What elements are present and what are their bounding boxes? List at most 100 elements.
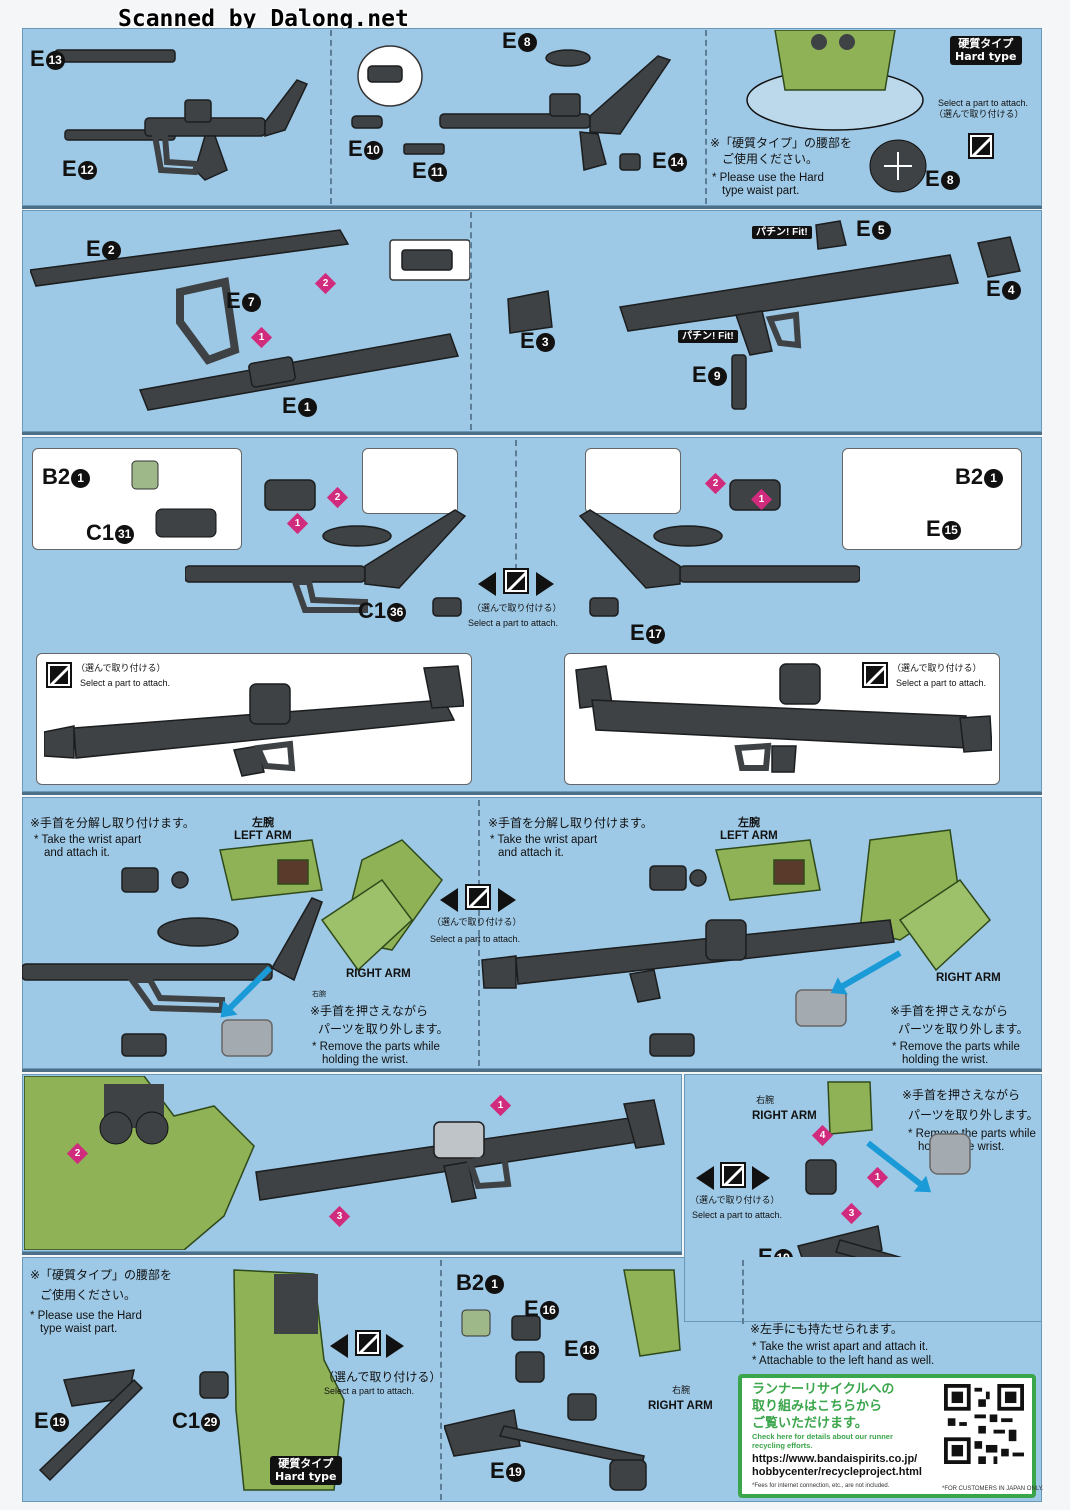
row5-arrow-right xyxy=(752,1166,770,1190)
left-arm-en-right: LEFT ARM xyxy=(720,830,778,842)
double-arrow-left xyxy=(478,572,496,596)
select-en-inset-right: Select a part to attach. xyxy=(896,678,987,688)
step-3b-row5: 3 xyxy=(840,1202,863,1225)
remove-jp2-left: パーツを取り外します。 xyxy=(318,1022,449,1036)
remove-en1-right: * Remove the parts while xyxy=(892,1041,1020,1053)
waist-axe-illustration xyxy=(38,1269,345,1491)
remove-en1-left: * Remove the parts while xyxy=(312,1041,440,1053)
hand-parts-left xyxy=(131,460,217,538)
hard-waist-jp-1: ※「硬質タイプ」の腰部を xyxy=(710,136,853,150)
step-1-row5: 1 xyxy=(489,1094,512,1117)
recycle-url[interactable]: https://www.bandaispirits.co.jp/hobbycen… xyxy=(752,1453,922,1479)
right-arm-en-row6: RIGHT ARM xyxy=(648,1400,713,1412)
step-1-marker: 1 xyxy=(250,326,273,349)
wrist-apart-en2-left: and attach it. xyxy=(44,847,110,859)
select-en-mid: Select a part to attach. xyxy=(468,618,559,628)
gun-e12-illustration xyxy=(54,49,309,181)
left-hand-jp: ※左手にも持たせられます。 xyxy=(750,1322,903,1336)
left-arm-jp-left: 左腕 xyxy=(252,816,274,829)
wrist-apart-jp-right: ※手首を分解し取り付けます。 xyxy=(488,816,653,830)
select-jp-row4: （選んで取り付ける） xyxy=(432,918,522,928)
fit-badge-top: パチン! Fit! xyxy=(752,226,812,239)
hard-waist-jp2-row6: ご使用ください。 xyxy=(40,1288,137,1302)
waist-illustration xyxy=(746,30,924,131)
select-jp-text: （選んで取り付ける） xyxy=(934,110,1024,120)
qr-code[interactable] xyxy=(944,1384,1024,1464)
select-jp-row5: （選んで取り付ける） xyxy=(690,1196,780,1206)
right-arm-jp-row5: 右腕 xyxy=(756,1096,775,1106)
recycle-title: ランナーリサイクルへの取り組みはこちらからご覧いただけます。 xyxy=(752,1382,895,1431)
wrist-apart-jp-left: ※手首を分解し取り付けます。 xyxy=(30,816,195,830)
left-arm-jp-right: 左腕 xyxy=(738,816,760,829)
bazooka-assembled-illustration xyxy=(507,220,1021,410)
select-en-row4: Select a part to attach. xyxy=(430,934,521,944)
select-jp-mid: （選んで取り付ける） xyxy=(472,604,562,614)
hard-waist-jp-2: ご使用ください。 xyxy=(722,152,819,166)
select-icon-row5 xyxy=(720,1162,746,1188)
wrist-apart-en1-left: * Take the wrist apart xyxy=(34,834,142,846)
select-icon-inset-left xyxy=(46,662,72,688)
left-hand-en: * Attachable to the left hand as well. xyxy=(752,1355,935,1367)
inset-hand-left xyxy=(362,448,458,514)
remove-en2-right: holding the wrist. xyxy=(902,1054,989,1066)
select-en-inset-left: Select a part to attach. xyxy=(80,678,171,688)
hard-waist-en-1: * Please use the Hard xyxy=(712,172,824,184)
left-arm-en-left: LEFT ARM xyxy=(234,830,292,842)
remove-en2-left: holding the wrist. xyxy=(322,1054,409,1066)
row6-arrow-right xyxy=(386,1334,404,1358)
arm-assembly-right xyxy=(481,829,992,1057)
select-en-row6: Select a part to attach. xyxy=(324,1386,415,1396)
bazooka-parts-illustration xyxy=(30,229,470,411)
remove-jp1-right: ※手首を押さえながら xyxy=(890,1004,1009,1018)
remove-jp2-right: パーツを取り外します。 xyxy=(898,1022,1029,1036)
hard-waist-en-2: type waist part. xyxy=(722,185,800,197)
right-arm-jp-row6: 右腕 xyxy=(672,1386,691,1396)
gun-with-hand-right xyxy=(578,479,860,617)
step-3-row5: 3 xyxy=(328,1205,351,1228)
select-icon-row4 xyxy=(465,884,491,910)
step-1-right: 1 xyxy=(750,488,773,511)
inset-hand-right xyxy=(585,448,681,514)
row4-arrow-right xyxy=(498,888,516,912)
bazooka-held-right xyxy=(575,663,992,773)
fit-badge-bottom: パチン! Fit! xyxy=(678,330,738,343)
select-icon-row6 xyxy=(355,1330,381,1356)
wrist-apart-en-row6: * Take the wrist apart and attach it. xyxy=(752,1341,929,1353)
right-arm-en-row5: RIGHT ARM xyxy=(752,1110,817,1122)
select-en-row5: Select a part to attach. xyxy=(692,1210,783,1220)
select-icon-mid xyxy=(503,568,529,594)
wrist-apart-en2-right: and attach it. xyxy=(498,847,564,859)
step-4-row5: 4 xyxy=(811,1124,834,1147)
recycle-fee: *Fees for internet connection, etc., are… xyxy=(752,1483,890,1489)
inset-b2-e15 xyxy=(842,448,1022,550)
right-arm-jp-left: 右腕 xyxy=(312,990,326,998)
remove-jp1-left: ※手首を押さえながら xyxy=(310,1004,429,1018)
select-jp-row6: （選んで取り付ける） xyxy=(322,1370,442,1384)
hard-waist-jp1-row6: ※「硬質タイプ」の腰部を xyxy=(30,1268,173,1282)
step-2-row5: 2 xyxy=(66,1142,89,1165)
select-icon-inset-right xyxy=(862,662,888,688)
